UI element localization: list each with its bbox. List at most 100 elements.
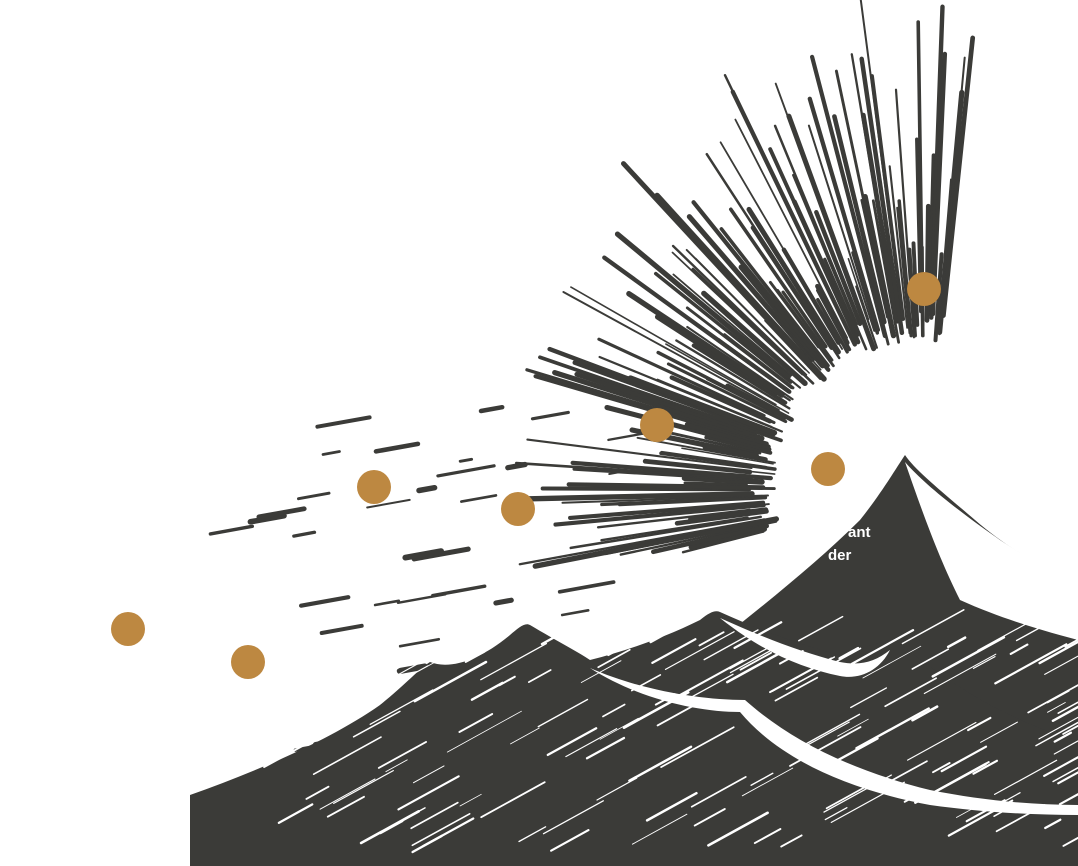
- engraving-hatch: [321, 649, 349, 665]
- engraving-hatch: [965, 799, 1006, 823]
- engraving-hatch: [707, 811, 769, 847]
- engraving-hatch: [312, 631, 352, 654]
- engraving-hatch: [275, 700, 301, 716]
- sun-ray: [728, 207, 828, 349]
- engraving-hatch: [305, 785, 330, 800]
- engraving-hatch: [729, 647, 776, 674]
- sun-ray: [701, 290, 808, 386]
- marker-7[interactable]: [907, 272, 941, 306]
- ridge-highlight-2: [590, 668, 1078, 815]
- marker-4[interactable]: [501, 492, 535, 526]
- engraving-hatch: [312, 736, 382, 776]
- sun-ray: [730, 89, 857, 347]
- engraving-hatch: [397, 775, 460, 811]
- engraving-hatch: [690, 776, 747, 808]
- marker-3[interactable]: [357, 470, 391, 504]
- sun-ray: [671, 244, 808, 376]
- sun-ray: [688, 526, 767, 550]
- engraving-hatch: [527, 669, 552, 683]
- engraving-hatch: [931, 636, 1006, 678]
- engraving-hatch: [388, 653, 425, 674]
- marker-2[interactable]: [231, 645, 265, 679]
- engraving-hatch: [911, 705, 939, 722]
- engraving-hatch: [656, 704, 696, 727]
- sun-ray-dash: [247, 512, 287, 525]
- engraving-hatch: [413, 660, 488, 703]
- engraving-hatch: [688, 673, 734, 700]
- sun-ray-dash: [431, 584, 487, 598]
- sun-ray: [770, 297, 828, 369]
- sun-ray: [532, 516, 779, 569]
- engraving-hatch: [901, 609, 965, 645]
- sun-ray: [807, 96, 881, 333]
- sun-ray-dash: [402, 548, 445, 561]
- engraving-hatch: [628, 745, 693, 782]
- sun-ray-dash: [319, 623, 364, 635]
- engraving-hatch: [780, 834, 803, 848]
- sun-ray: [654, 192, 827, 382]
- engraving-hatches: [263, 609, 1078, 854]
- engraving-hatch: [376, 661, 422, 687]
- engraving-hatch: [550, 829, 590, 852]
- sun-ray: [614, 231, 792, 379]
- engraving-hatch: [480, 781, 546, 819]
- engraving-hatch: [741, 767, 794, 797]
- engraving-hatch: [480, 642, 548, 681]
- engraving-hatch: [940, 745, 988, 773]
- engraving-hatch: [911, 648, 950, 670]
- sun-ray-dash: [560, 608, 590, 617]
- engraving-hatch: [268, 683, 327, 716]
- engraving-hatch: [406, 643, 470, 678]
- sun-ray: [807, 124, 876, 332]
- engraving-hatch: [935, 761, 990, 793]
- sun-ray-dash: [366, 498, 411, 509]
- sun-ray: [930, 51, 948, 317]
- engraving-hatch: [733, 621, 783, 650]
- map-markers: [111, 272, 941, 679]
- sun-ray-dash: [557, 580, 616, 594]
- sun-ray: [681, 447, 774, 465]
- engraving-hatch: [798, 615, 844, 642]
- sun-ray-dash: [373, 441, 421, 454]
- engraving-hatch: [972, 655, 996, 670]
- sun-ray: [518, 518, 766, 566]
- sun-ray-dash: [505, 461, 528, 471]
- engraving-hatch: [359, 809, 421, 845]
- engraving-hatch: [1053, 731, 1073, 743]
- engraving-hatch: [967, 716, 992, 732]
- engraving-hatch: [1062, 836, 1078, 847]
- partial-label-lte: lte: [527, 570, 545, 587]
- engraving-hatch: [1038, 716, 1078, 740]
- engraving-hatch: [607, 641, 631, 657]
- sun-ray: [626, 291, 785, 398]
- sun-ray-dash: [586, 543, 646, 558]
- sun-ray-dash: [530, 410, 570, 421]
- engraving-hatch: [850, 687, 888, 709]
- engraving-hatch: [284, 650, 356, 690]
- sun-ray: [859, 0, 904, 319]
- marker-5[interactable]: [640, 408, 674, 442]
- sun-ray: [686, 325, 794, 401]
- sun-ray: [604, 404, 772, 453]
- sun-ray: [786, 113, 877, 352]
- marker-6[interactable]: [811, 452, 845, 486]
- sun-ray: [738, 264, 826, 369]
- engraving-hatch: [599, 717, 639, 740]
- sun-ray: [650, 523, 770, 555]
- engraving-hatch: [824, 807, 848, 821]
- sun-ray: [859, 56, 905, 336]
- engraving-hatch: [789, 726, 862, 767]
- sun-ray: [941, 35, 976, 318]
- engraving-hatch: [540, 626, 574, 646]
- engraving-hatch: [459, 793, 482, 807]
- sun-ray: [776, 288, 835, 368]
- engraving-hatch: [855, 707, 930, 750]
- marker-1[interactable]: [111, 612, 145, 646]
- sun-ray: [569, 515, 763, 550]
- sun-ray: [526, 438, 753, 470]
- sun-ray: [681, 475, 765, 485]
- sun-ray: [855, 285, 879, 349]
- engraving-hatch: [796, 721, 850, 752]
- engraving-hatch: [352, 710, 401, 738]
- sun-ray: [688, 507, 769, 522]
